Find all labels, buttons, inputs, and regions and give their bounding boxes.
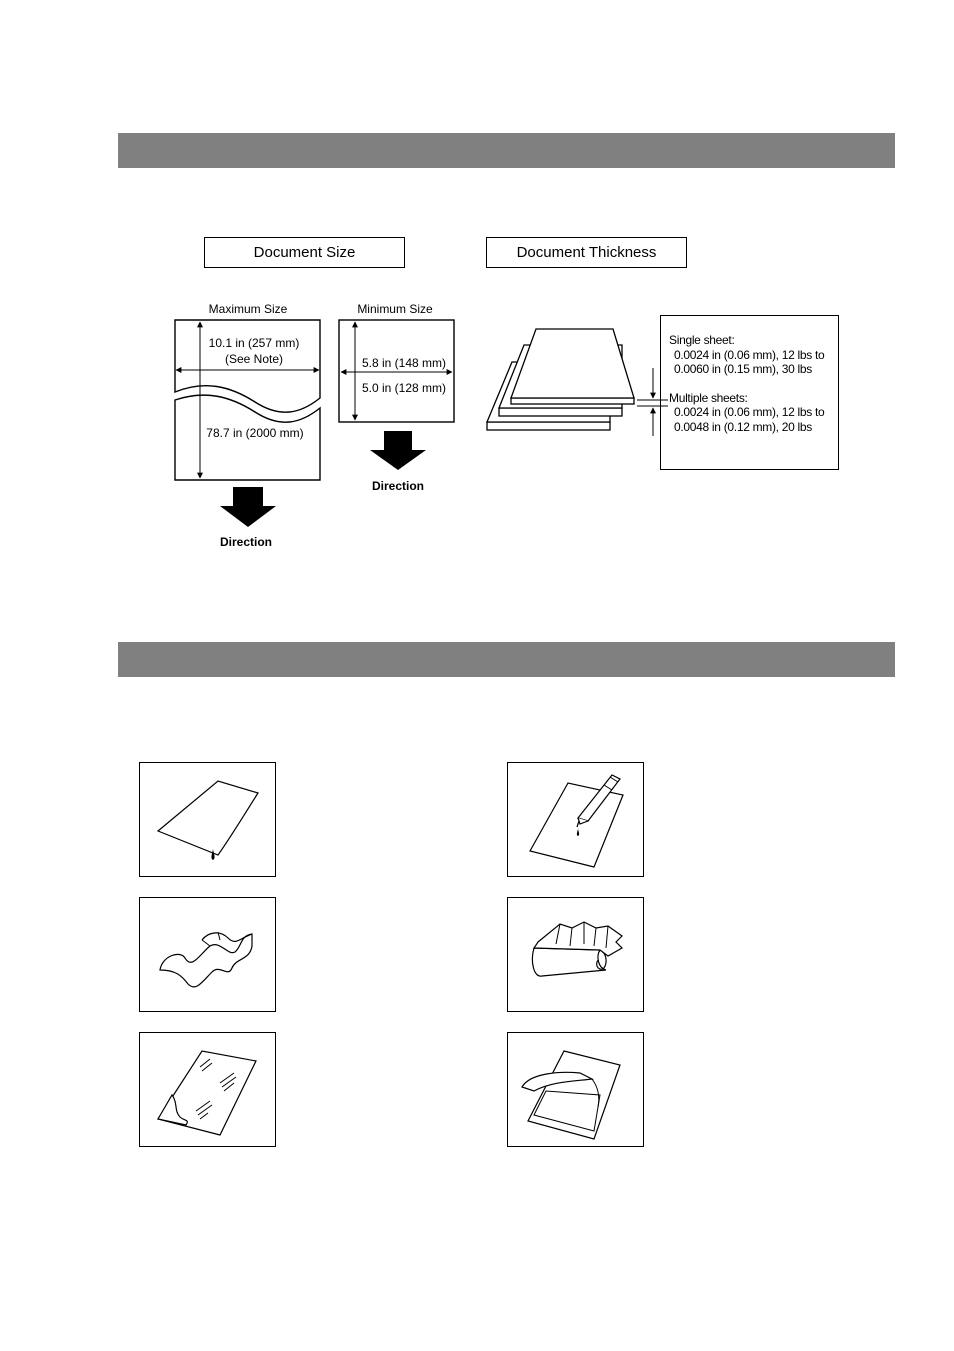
wet-document-icon <box>139 762 276 877</box>
section-header-bar-2 <box>118 642 895 677</box>
max-width-text-1: 10.1 in (257 mm) <box>209 336 300 350</box>
wrinkled-document-icon <box>139 897 276 1012</box>
min-size-label: Minimum Size <box>357 302 433 316</box>
thickness-specs-box: Single sheet: 0.0024 in (0.06 mm), 12 lb… <box>660 315 839 470</box>
document-size-diagram: Maximum Size 10.1 in (257 mm) (See Note)… <box>0 0 954 600</box>
max-size-label: Maximum Size <box>209 302 288 316</box>
min-size-sheet <box>339 320 454 422</box>
glossy-coated-document-icon <box>139 1032 276 1147</box>
torn-curled-document-icon <box>507 897 644 1012</box>
single-sheet-label: Single sheet: <box>669 333 838 348</box>
stacked-sheets-icon <box>487 329 634 430</box>
max-width-text-2: (See Note) <box>225 352 283 366</box>
min-length-text: 5.8 in (148 mm) <box>362 356 446 370</box>
min-direction-label: Direction <box>372 479 424 493</box>
max-direction-arrow-icon <box>220 487 276 527</box>
single-sheet-line-1: 0.0024 in (0.06 mm), 12 lbs to <box>669 348 838 363</box>
min-width-text: 5.0 in (128 mm) <box>362 381 446 395</box>
carbon-backed-document-icon <box>507 1032 644 1147</box>
min-direction-arrow-icon <box>370 431 426 470</box>
max-length-text: 78.7 in (2000 mm) <box>206 426 303 440</box>
multiple-sheets-line-2: 0.0048 in (0.12 mm), 20 lbs <box>669 420 838 435</box>
multiple-sheets-line-1: 0.0024 in (0.06 mm), 12 lbs to <box>669 405 838 420</box>
multiple-sheets-label: Multiple sheets: <box>669 391 838 406</box>
ink-pen-document-icon <box>507 762 644 877</box>
max-direction-label: Direction <box>220 535 272 549</box>
single-sheet-line-2: 0.0060 in (0.15 mm), 30 lbs <box>669 362 838 377</box>
